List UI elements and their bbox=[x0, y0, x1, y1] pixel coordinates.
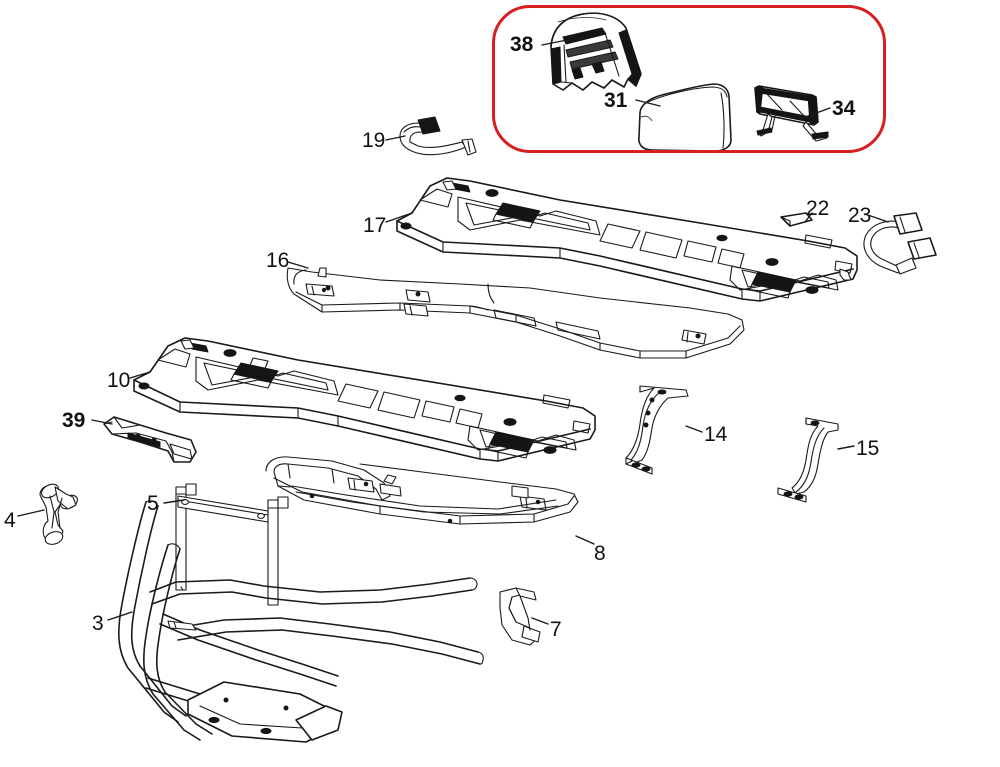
callout-label-39[interactable]: 39 bbox=[62, 409, 86, 432]
callout-label-7[interactable]: 7 bbox=[550, 618, 562, 641]
part-16-tubular-support-rack[interactable] bbox=[286, 267, 745, 359]
callout-label-38[interactable]: 38 bbox=[510, 33, 534, 56]
part-15-right-support-strut[interactable] bbox=[777, 417, 839, 503]
part-38-seat-backrest-shell[interactable] bbox=[550, 12, 642, 91]
part-8-rear-cargo-rack[interactable] bbox=[265, 456, 579, 525]
callout-label-17[interactable]: 17 bbox=[363, 214, 387, 237]
part-19-grab-handle-strap[interactable] bbox=[399, 116, 477, 156]
callout-label-23[interactable]: 23 bbox=[848, 204, 872, 227]
part-22-small-flat-plate[interactable] bbox=[780, 212, 813, 227]
callout-label-8[interactable]: 8 bbox=[594, 542, 606, 565]
callout-label-3[interactable]: 3 bbox=[92, 612, 104, 635]
callout-label-4[interactable]: 4 bbox=[4, 509, 16, 532]
callout-label-31[interactable]: 31 bbox=[604, 89, 628, 112]
part-7-small-corner-bracket[interactable] bbox=[499, 587, 541, 646]
part-31-seat-cushion[interactable] bbox=[638, 83, 732, 152]
part-23-rear-strap-bracket[interactable] bbox=[863, 212, 937, 275]
callout-label-34[interactable]: 34 bbox=[832, 97, 856, 120]
part-17-upper-floorboard-panel[interactable] bbox=[396, 177, 858, 302]
part-34-backrest-mount-frame[interactable] bbox=[754, 85, 829, 142]
part-3-main-frame-tube[interactable] bbox=[118, 500, 484, 743]
callout-label-22[interactable]: 22 bbox=[806, 197, 830, 220]
callout-label-15[interactable]: 15 bbox=[856, 437, 880, 460]
part-4-y-joint-fitting[interactable] bbox=[39, 481, 80, 546]
callout-label-16[interactable]: 16 bbox=[266, 249, 290, 272]
part-10-lower-floorboard-panel[interactable] bbox=[133, 337, 596, 462]
callout-leader-lines bbox=[17, 39, 889, 625]
callout-label-14[interactable]: 14 bbox=[704, 423, 728, 446]
callout-label-5[interactable]: 5 bbox=[147, 492, 159, 515]
part-5-crossbar-with-posts[interactable] bbox=[175, 483, 289, 606]
callout-label-19[interactable]: 19 bbox=[362, 129, 386, 152]
callout-label-10[interactable]: 10 bbox=[107, 369, 131, 392]
part-39-footpeg-bracket[interactable] bbox=[103, 416, 197, 463]
part-14-left-support-strut[interactable] bbox=[625, 385, 689, 475]
